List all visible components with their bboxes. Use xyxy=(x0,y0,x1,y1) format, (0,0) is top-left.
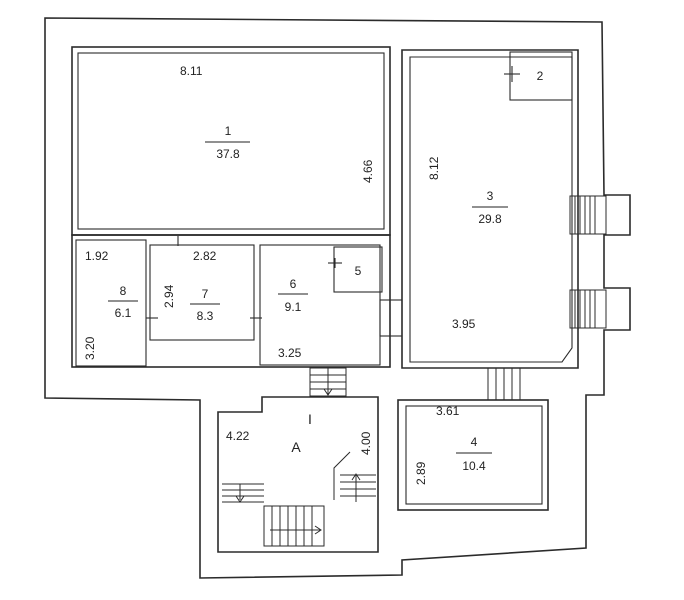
room-2-number: 2 xyxy=(537,69,544,83)
room-7-number: 7 xyxy=(202,287,209,301)
room-6-number: 6 xyxy=(290,277,297,291)
stair-block-letter: A xyxy=(291,439,301,455)
dim-room-4-left: 2.89 xyxy=(414,461,428,485)
room-4-outline xyxy=(397,399,549,511)
inner-stair-flight xyxy=(222,451,376,547)
steps-room-3-to-4 xyxy=(487,368,521,400)
room-3-outline xyxy=(401,49,579,369)
dim-room-8-top: 1.92 xyxy=(85,249,109,263)
stair-block-a-outline xyxy=(217,396,379,553)
dim-stair-block-right: 4.00 xyxy=(359,431,373,455)
room-5-number: 5 xyxy=(355,264,362,278)
room-7-area: 8.3 xyxy=(197,309,214,323)
room-7-outline xyxy=(149,244,255,341)
room-1-outline xyxy=(71,46,391,236)
room-4-area: 10.4 xyxy=(462,459,486,473)
dim-stair-block-left: 4.22 xyxy=(226,429,250,443)
dim-room-3-left: 8.12 xyxy=(427,156,441,180)
room-1-area: 37.8 xyxy=(216,147,240,161)
dim-room-8-left: 3.20 xyxy=(83,336,97,360)
room-2-outline xyxy=(509,51,573,101)
dim-room-1-top: 8.11 xyxy=(180,64,203,78)
right-steps-upper xyxy=(569,195,607,235)
steps-room-6-down xyxy=(309,367,347,397)
dim-room-6-bottom: 3.25 xyxy=(278,346,302,360)
room-8-area: 6.1 xyxy=(115,306,132,320)
room-6-area: 9.1 xyxy=(285,300,302,314)
stair-block-roman: I xyxy=(308,411,312,427)
outer-wall xyxy=(44,17,631,579)
right-steps-lower xyxy=(569,289,607,329)
room-4-number: 4 xyxy=(471,435,478,449)
dim-room-4-top: 3.61 xyxy=(436,404,460,418)
room-3-number: 3 xyxy=(487,189,494,203)
dim-room-1-right: 4.66 xyxy=(361,159,375,183)
lower-left-block xyxy=(71,234,391,368)
dim-room-3-bottom: 3.95 xyxy=(452,317,476,331)
room-8-outline xyxy=(75,239,147,367)
dim-room-7-left: 2.94 xyxy=(162,284,176,308)
room-8-number: 8 xyxy=(120,284,127,298)
dim-room-7-top: 2.82 xyxy=(193,249,217,263)
room-5-outline xyxy=(333,246,383,293)
room-3-area: 29.8 xyxy=(478,212,502,226)
room-1-number: 1 xyxy=(225,124,232,138)
